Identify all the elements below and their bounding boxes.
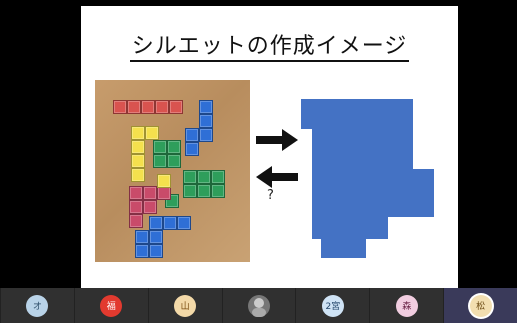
- participant-tile[interactable]: 2宮: [295, 288, 369, 323]
- participant-avatar: 松: [470, 295, 492, 317]
- puzzle-tile: [211, 170, 225, 184]
- participant-initial: 山: [181, 299, 190, 312]
- participant-avatar: 2宮: [322, 295, 344, 317]
- puzzle-photo: [95, 80, 250, 262]
- puzzle-tile: [149, 216, 163, 230]
- puzzle-tile: [183, 184, 197, 198]
- puzzle-tile: [131, 140, 145, 154]
- puzzle-tile: [149, 244, 163, 258]
- puzzle-tile: [199, 114, 213, 128]
- puzzle-tile: [167, 140, 181, 154]
- participant-bar: オ 福 山 2宮 森 松: [0, 288, 517, 323]
- puzzle-tile: [127, 100, 141, 114]
- puzzle-tile: [141, 100, 155, 114]
- participant-avatar: [248, 295, 270, 317]
- puzzle-tile: [131, 154, 145, 168]
- participant-initial: オ: [33, 299, 42, 312]
- participant-avatar: 山: [174, 295, 196, 317]
- participant-avatar: 森: [396, 295, 418, 317]
- puzzle-tile: [143, 200, 157, 214]
- puzzle-tile: [163, 216, 177, 230]
- participant-avatar: 福: [100, 295, 122, 317]
- puzzle-tile: [153, 154, 167, 168]
- participant-tile[interactable]: 山: [148, 288, 222, 323]
- question-mark: ?: [267, 188, 274, 203]
- puzzle-tile: [199, 100, 213, 114]
- puzzle-tile: [183, 170, 197, 184]
- puzzle-tile: [129, 186, 143, 200]
- puzzle-tile: [131, 168, 145, 182]
- puzzle-tile: [149, 230, 163, 244]
- puzzle-tile: [129, 200, 143, 214]
- silhouette-shape: [296, 99, 436, 259]
- arrow-right-icon: [256, 129, 298, 151]
- puzzle-tile: [135, 244, 149, 258]
- arrow-left-icon: [256, 166, 298, 188]
- participant-initial: 2宮: [325, 299, 340, 312]
- puzzle-tile: [113, 100, 127, 114]
- puzzle-tile: [153, 140, 167, 154]
- puzzle-tile: [185, 128, 199, 142]
- puzzle-tile: [155, 100, 169, 114]
- puzzle-tile: [197, 170, 211, 184]
- puzzle-tile: [157, 186, 171, 200]
- slide-title: シルエットの作成イメージ: [81, 28, 458, 60]
- puzzle-tile: [135, 230, 149, 244]
- puzzle-tile: [145, 126, 159, 140]
- puzzle-tile: [157, 174, 171, 188]
- presentation-viewport: シルエットの作成イメージ ?: [0, 0, 517, 288]
- participant-initial: 松: [476, 299, 485, 312]
- puzzle-tile: [185, 142, 199, 156]
- puzzle-tile: [177, 216, 191, 230]
- puzzle-tile: [167, 154, 181, 168]
- puzzle-tile: [197, 184, 211, 198]
- participant-tile[interactable]: 森: [369, 288, 443, 323]
- participant-initial: 福: [107, 299, 116, 312]
- shared-slide: シルエットの作成イメージ ?: [81, 6, 458, 288]
- participant-avatar: オ: [26, 295, 48, 317]
- puzzle-tile: [143, 186, 157, 200]
- participant-tile[interactable]: 松: [443, 288, 517, 323]
- participant-tile[interactable]: 福: [74, 288, 148, 323]
- puzzle-tile: [131, 126, 145, 140]
- puzzle-tile: [129, 214, 143, 228]
- participant-initial: 森: [402, 299, 411, 312]
- participant-tile[interactable]: [222, 288, 296, 323]
- participant-tile[interactable]: オ: [0, 288, 74, 323]
- puzzle-tile: [199, 128, 213, 142]
- puzzle-tile: [211, 184, 225, 198]
- puzzle-tile: [169, 100, 183, 114]
